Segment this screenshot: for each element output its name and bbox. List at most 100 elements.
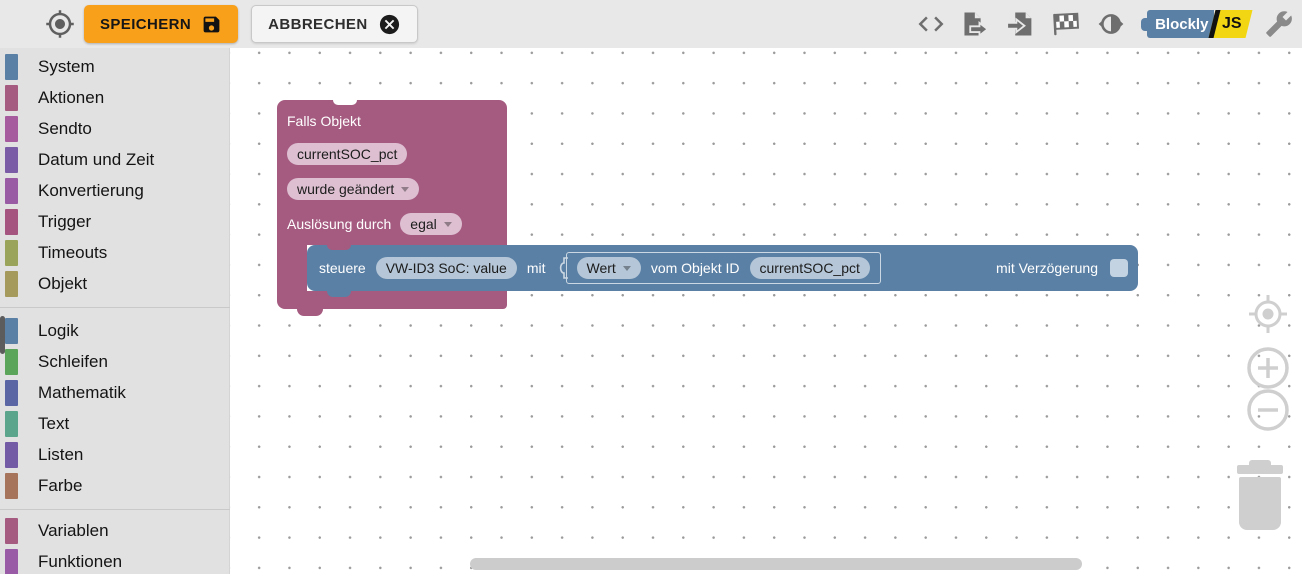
sidebar-item-text[interactable]: Text <box>0 411 230 437</box>
value-source-label: vom Objekt ID <box>650 260 740 276</box>
category-color-chip <box>5 411 18 437</box>
cancel-button[interactable]: ABBRECHEN <box>251 5 418 43</box>
category-label: Datum und Zeit <box>38 150 155 169</box>
control-block[interactable]: steuere VW-ID3 SoC: value mit Wert vom O… <box>307 245 1138 291</box>
sidebar-item-konvertierung[interactable]: Konvertierung <box>0 178 230 204</box>
workspace-canvas[interactable]: Falls Objekt currentSOC_pct wurde geände… <box>230 48 1302 574</box>
checkered-flag-icon <box>1053 12 1080 36</box>
toolbar: SPEICHERN ABBRECHEN <box>0 0 1302 48</box>
category-label: Farbe <box>38 476 83 495</box>
category-color-chip <box>5 518 18 544</box>
value-object-id-field[interactable]: currentSOC_pct <box>749 257 870 279</box>
minus-icon <box>1247 389 1289 431</box>
sidebar-divider <box>0 307 230 308</box>
sidebar-item-schleifen[interactable]: Schleifen <box>0 349 230 375</box>
cancel-button-label: ABBRECHEN <box>268 15 368 33</box>
control-block-top-notch <box>327 245 351 250</box>
category-color-chip <box>5 116 18 142</box>
trigger-block-next-tab <box>297 309 323 316</box>
category-color-chip <box>5 54 18 80</box>
zoom-reset-button[interactable] <box>1246 292 1290 336</box>
control-target-object-field[interactable]: VW-ID3 SoC: value <box>375 257 517 279</box>
trigger-block-statement-wall <box>277 245 307 291</box>
toolbox-scrollbar-thumb[interactable] <box>0 316 5 354</box>
category-label: Variablen <box>38 521 109 540</box>
export-file-icon <box>964 12 990 38</box>
trigger-condition-dropdown[interactable]: egal <box>400 213 462 235</box>
chevron-down-icon <box>443 221 452 227</box>
trigger-block-top-notch <box>333 100 357 105</box>
value-type-dropdown[interactable]: Wert <box>576 257 641 279</box>
save-button[interactable]: SPEICHERN <box>84 5 239 43</box>
delay-checkbox[interactable] <box>1110 259 1128 277</box>
sidebar-item-farbe[interactable]: Farbe <box>0 473 230 499</box>
trigger-event-value: wurde geändert <box>297 181 395 197</box>
import-blocks-button[interactable] <box>1006 9 1036 39</box>
category-color-chip <box>5 349 18 375</box>
value-block[interactable]: Wert vom Objekt ID currentSOC_pct <box>559 252 881 284</box>
sidebar-item-trigger[interactable]: Trigger <box>0 209 230 235</box>
trigger-block-bottom <box>277 291 507 309</box>
sidebar-item-funktionen[interactable]: Funktionen <box>0 549 230 574</box>
control-block-next-tab <box>327 291 351 297</box>
category-label: Listen <box>38 445 84 464</box>
zoom-in-button[interactable] <box>1246 346 1290 390</box>
settings-button[interactable] <box>1264 9 1294 39</box>
theme-toggle-button[interactable] <box>1096 9 1126 39</box>
zoom-out-button[interactable] <box>1246 388 1290 432</box>
trigger-object-id-field[interactable]: currentSOC_pct <box>287 143 408 165</box>
category-color-chip <box>5 442 18 468</box>
trash-lid-handle <box>1249 460 1271 466</box>
horizontal-scrollbar-thumb[interactable] <box>470 558 1082 570</box>
trigger-condition-value: egal <box>410 216 437 232</box>
control-target-object-value: VW-ID3 SoC: value <box>385 260 507 276</box>
category-color-chip <box>5 209 18 235</box>
puzzle-tab-icon <box>559 257 568 279</box>
control-action-label: steuere <box>319 260 366 276</box>
sidebar-item-timeouts[interactable]: Timeouts <box>0 240 230 266</box>
locate-button[interactable] <box>44 8 76 40</box>
value-object-id-value: currentSOC_pct <box>759 260 860 276</box>
contrast-icon <box>1098 14 1124 34</box>
export-blocks-button[interactable] <box>961 9 991 39</box>
sidebar-item-sendto[interactable]: Sendto <box>0 116 230 142</box>
category-label: Sendto <box>38 119 92 138</box>
save-button-label: SPEICHERN <box>100 15 192 33</box>
sidebar-item-system[interactable]: System <box>0 54 230 80</box>
trigger-object-id-value: currentSOC_pct <box>297 146 398 162</box>
chevron-down-icon <box>401 186 410 192</box>
trigger-event-dropdown[interactable]: wurde geändert <box>287 178 420 200</box>
category-label: Mathematik <box>38 383 126 402</box>
sidebar-item-objekt[interactable]: Objekt <box>0 271 230 297</box>
sidebar-item-variablen[interactable]: Variablen <box>0 518 230 544</box>
check-blocks-button[interactable] <box>1051 9 1081 39</box>
category-label: Trigger <box>38 212 92 231</box>
category-label: Konvertierung <box>38 181 144 200</box>
category-color-chip <box>5 178 18 204</box>
logo-js-text: JS <box>1208 10 1253 38</box>
category-color-chip <box>5 318 18 344</box>
block-toolbox: System Aktionen Sendto Datum und Zeit Ko… <box>0 48 230 574</box>
category-color-chip <box>5 85 18 111</box>
crosshair-icon <box>1249 295 1287 333</box>
trash-lid <box>1237 465 1283 474</box>
category-color-chip <box>5 549 18 574</box>
cancel-icon <box>379 14 399 34</box>
category-color-chip <box>5 147 18 173</box>
sidebar-item-mathematik[interactable]: Mathematik <box>0 380 230 406</box>
sidebar-item-listen[interactable]: Listen <box>0 442 230 468</box>
category-color-chip <box>5 380 18 406</box>
sidebar-item-datum-und-zeit[interactable]: Datum und Zeit <box>0 147 230 173</box>
save-icon <box>203 16 220 32</box>
sidebar-item-aktionen[interactable]: Aktionen <box>0 85 230 111</box>
category-label: Aktionen <box>38 88 105 107</box>
show-code-button[interactable] <box>916 9 946 39</box>
trigger-block[interactable] <box>277 100 507 245</box>
chevron-down-icon <box>622 265 631 271</box>
trigger-condition-row: Auslösung durch egal <box>287 213 462 235</box>
category-label: Logik <box>38 321 79 340</box>
category-color-chip <box>5 240 18 266</box>
category-label: Objekt <box>38 274 88 293</box>
sidebar-item-logik[interactable]: Logik <box>0 318 230 344</box>
plus-icon <box>1247 347 1289 389</box>
